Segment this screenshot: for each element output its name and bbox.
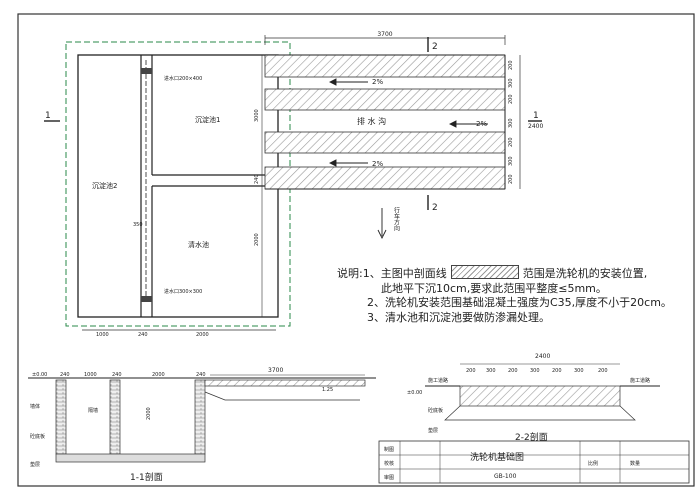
note-1: 说明:1、主图中剖面线 范围是洗轮机的安装位置, <box>337 265 697 282</box>
s11-dim-2: 1000 <box>84 372 97 378</box>
s11-label-cushion: 垫层 <box>30 461 40 468</box>
s11-slope: 1.25 <box>322 387 333 393</box>
dim-left-3000: 3000 <box>254 109 260 122</box>
s22-label-cushion: 垫层 <box>428 427 438 434</box>
label-inlet2: 进水口300×300 <box>164 288 202 295</box>
direction-arrow <box>377 208 387 240</box>
tb-qty: 数量 <box>630 460 640 467</box>
note-4: 3、清水池和沉淀池要做防渗漏处理。 <box>367 310 550 324</box>
s22-title: 2-2剖面 <box>515 431 548 443</box>
s11-title: 1-1剖面 <box>130 471 163 483</box>
s22-slab <box>459 385 621 407</box>
s22-label-road-right: 施工道路 <box>630 377 650 384</box>
dim-bottom-1000: 1000 <box>96 332 109 338</box>
slope-3: 2% <box>372 160 383 168</box>
wall-right <box>194 379 206 455</box>
dim-right-5: 200 <box>508 137 514 147</box>
s11-zero: ±0.00 <box>32 372 47 378</box>
wash-band-2 <box>264 88 506 111</box>
wall-left <box>55 379 67 455</box>
machine-slab <box>204 379 366 387</box>
label-settle2: 沉淀池2 <box>92 181 117 190</box>
dim-right-3: 200 <box>508 94 514 104</box>
s22-dim-6: 300 <box>574 368 584 374</box>
dim-bottom-2000: 2000 <box>196 332 209 338</box>
label-inlet1: 进水口200×400 <box>164 75 202 82</box>
tb-code: GB-100 <box>494 473 517 480</box>
flow-arrow-3 <box>328 159 368 167</box>
section-1-label-right: 1 <box>533 111 539 121</box>
sheet-border <box>17 13 695 487</box>
inlet-1-marker <box>141 68 152 74</box>
s22-dim-4: 300 <box>530 368 540 374</box>
s11-label-wall: 墙体 <box>30 403 40 410</box>
s11-depth: 2000 <box>146 407 152 420</box>
dim-right-4: 300 <box>508 118 514 128</box>
dim-right-1: 200 <box>508 60 514 70</box>
wash-band-1 <box>264 54 506 78</box>
title-block <box>378 440 690 484</box>
flow-arrow-1 <box>328 78 368 86</box>
s22-zero: ±0.00 <box>407 390 422 396</box>
note-1b: 范围是洗轮机的安装位置, <box>522 267 648 280</box>
plan-view <box>44 35 542 331</box>
section-1-1 <box>28 374 376 463</box>
direction-label: 行车方向 <box>393 206 400 231</box>
dim-bottom-240: 240 <box>138 332 148 338</box>
tb-scale: 比例 <box>588 460 598 467</box>
s22-width: 2400 <box>535 353 550 360</box>
s22-dim-2: 300 <box>486 368 496 374</box>
s22-dim-7: 200 <box>598 368 608 374</box>
s11-dim-3: 240 <box>112 372 122 378</box>
tb-row-1: 制图 <box>384 446 394 453</box>
s11-label-slab: 砼底板 <box>30 433 45 440</box>
s11-dim-4: 2000 <box>152 372 165 378</box>
s22-label-slab: 砼底板 <box>428 407 443 414</box>
section-2-2 <box>425 363 660 421</box>
s11-label-partition: 隔墙 <box>88 407 98 414</box>
tb-row-3: 审图 <box>384 474 394 481</box>
s11-length: 3700 <box>268 367 283 374</box>
label-settle1: 沉淀池1 <box>195 115 220 124</box>
slope-1: 2% <box>372 78 383 86</box>
note-1a: 说明:1、主图中剖面线 <box>337 267 447 280</box>
dim-right-6: 300 <box>508 156 514 166</box>
s22-label-road-left: 施工道路 <box>428 377 448 384</box>
wall-mid <box>109 379 121 455</box>
s22-dim-3: 200 <box>508 368 518 374</box>
section-2-label-bottom: 2 <box>432 203 438 213</box>
dim-350: 350 <box>133 222 143 228</box>
base-slab <box>55 453 206 463</box>
dim-right-7: 200 <box>508 174 514 184</box>
s22-dim-1: 200 <box>466 368 476 374</box>
inlet-2-marker <box>141 296 152 302</box>
section-2-label-top: 2 <box>432 42 438 52</box>
dim-right-2: 300 <box>508 78 514 88</box>
note-3: 2、洗轮机安装范围基础混凝土强度为C35,厚度不小于20cm。 <box>367 296 672 309</box>
label-clear: 清水池 <box>188 240 209 249</box>
dim-left-2000: 2000 <box>254 233 260 246</box>
wash-band-3 <box>264 131 506 154</box>
dim-overall-width: 3700 <box>377 31 392 38</box>
slope-2: 2% <box>476 120 487 128</box>
notes-block: 说明:1、主图中剖面线 范围是洗轮机的安装位置, 此地平下沉10cm,要求此范围平… <box>337 265 697 325</box>
tb-title: 洗轮机基础图 <box>470 451 524 463</box>
wash-band-4 <box>264 166 506 190</box>
s22-dim-5: 200 <box>552 368 562 374</box>
label-drain: 排 水 沟 <box>357 116 386 126</box>
note-2: 此地平下沉10cm,要求此范围平整度≤5mm。 <box>381 281 607 295</box>
dim-overall-height: 2400 <box>528 123 543 130</box>
s11-dim-1: 240 <box>60 372 70 378</box>
hatch-legend <box>450 265 519 279</box>
section-1-label-left: 1 <box>45 111 51 121</box>
dim-left-240: 240 <box>254 174 260 184</box>
flow-arrow-2 <box>448 120 488 128</box>
s11-dim-5: 240 <box>196 372 206 378</box>
tb-row-2: 校核 <box>384 460 394 467</box>
